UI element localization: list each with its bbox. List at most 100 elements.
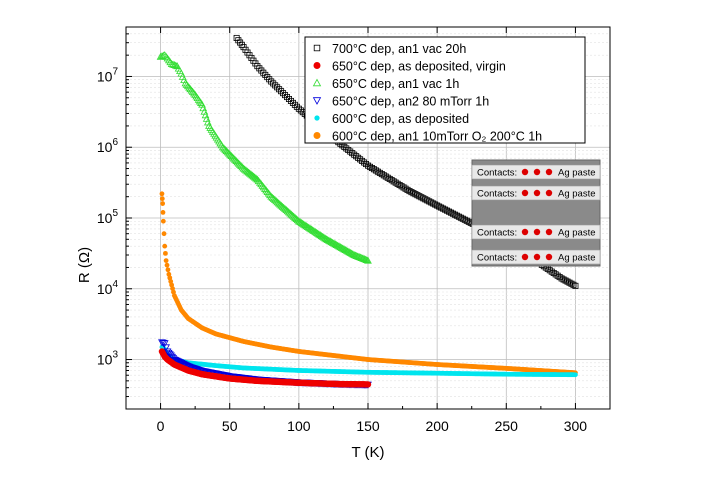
inset-contact-dot <box>533 189 541 197</box>
inset-paste-label: Ag paste <box>558 189 596 200</box>
data-point <box>453 212 460 219</box>
data-point <box>171 61 180 69</box>
data-point <box>289 212 298 220</box>
data-point <box>262 71 269 78</box>
data-point <box>357 156 364 163</box>
data-point <box>451 211 458 218</box>
data-point <box>270 80 277 87</box>
data-point <box>287 97 294 104</box>
x-tick-label: 200 <box>425 418 449 434</box>
data-point <box>223 148 232 156</box>
data-point <box>414 192 421 199</box>
series-layer <box>156 34 579 389</box>
data-point <box>442 206 449 213</box>
data-point <box>432 201 439 208</box>
data-point <box>228 153 237 161</box>
data-point <box>558 275 565 282</box>
data-point <box>285 95 292 102</box>
data-point <box>465 218 472 225</box>
data-point <box>297 107 304 114</box>
inset-contact-dot <box>521 253 529 261</box>
data-point <box>438 204 445 211</box>
inset-contact-dot <box>533 228 541 236</box>
data-point <box>292 214 301 222</box>
data-point <box>447 209 454 216</box>
data-point <box>440 205 447 212</box>
data-point <box>461 216 468 223</box>
data-point <box>291 213 299 221</box>
data-point <box>159 196 165 202</box>
inset-contact-dot <box>521 228 529 236</box>
data-point <box>268 193 277 201</box>
data-point <box>293 103 300 110</box>
data-point <box>260 69 267 76</box>
data-point <box>422 196 429 203</box>
data-point <box>258 67 265 74</box>
inset-contact-dot <box>545 189 553 197</box>
legend-label: 650°C dep, as deposited, virgin <box>332 60 506 74</box>
data-point <box>163 250 168 256</box>
data-point <box>364 381 372 388</box>
series-1 <box>158 348 372 388</box>
data-point <box>343 145 350 152</box>
y-tick-label: 105 <box>97 208 119 226</box>
data-point <box>364 256 372 264</box>
inset-contact-dot <box>521 168 529 176</box>
x-tick-label: 50 <box>222 418 238 434</box>
data-point <box>282 206 291 214</box>
data-point <box>160 201 166 206</box>
data-point <box>287 210 296 218</box>
data-point <box>353 153 360 160</box>
data-point <box>418 194 425 201</box>
data-point <box>254 63 261 70</box>
data-point <box>430 200 437 207</box>
x-tick-label: 0 <box>157 418 165 434</box>
legend-label: 650°C dep, an1 vac 1h <box>332 77 459 91</box>
inset-contacts-label: Contacts: <box>477 253 517 264</box>
data-point <box>412 191 419 198</box>
legend-marker <box>313 44 321 52</box>
data-point <box>233 158 242 166</box>
data-point <box>457 214 464 221</box>
data-point <box>361 159 368 166</box>
y-tick-label: 107 <box>97 66 119 84</box>
inset-contact-dot <box>545 168 553 176</box>
data-point <box>284 94 291 101</box>
data-point <box>280 90 287 97</box>
data-point <box>410 190 417 197</box>
data-point <box>406 188 413 195</box>
data-point <box>355 154 362 161</box>
data-point <box>277 201 286 209</box>
data-point <box>284 208 293 216</box>
legend-marker <box>313 62 321 69</box>
data-point <box>562 277 569 284</box>
data-point <box>276 200 284 208</box>
data-point <box>347 148 354 155</box>
data-point <box>568 280 575 287</box>
inset-contact-dot <box>533 253 541 261</box>
data-point <box>341 143 348 150</box>
data-point <box>158 339 166 347</box>
legend-label: 600°C dep, as deposited <box>332 112 469 126</box>
data-point <box>252 174 260 182</box>
data-point <box>444 207 451 214</box>
data-point <box>573 372 578 378</box>
data-point <box>274 84 281 91</box>
data-point <box>256 65 263 72</box>
y-tick-label: 103 <box>97 350 119 368</box>
y-tick-label: 104 <box>97 279 119 297</box>
data-point <box>286 209 294 217</box>
data-point <box>163 258 169 264</box>
data-point <box>416 193 423 200</box>
legend-label: 600°C dep, an1 10mTorr O₂ 200°C 1h <box>332 130 542 144</box>
data-point <box>288 211 297 219</box>
legend-marker <box>314 115 320 121</box>
data-point <box>164 262 170 268</box>
data-point <box>276 86 283 93</box>
series-4 <box>159 344 578 378</box>
y-tick-label: 106 <box>97 137 119 155</box>
legend-label: 700°C dep, an1 vac 20h <box>332 42 466 56</box>
inset-paste-label: Ag paste <box>558 253 596 264</box>
